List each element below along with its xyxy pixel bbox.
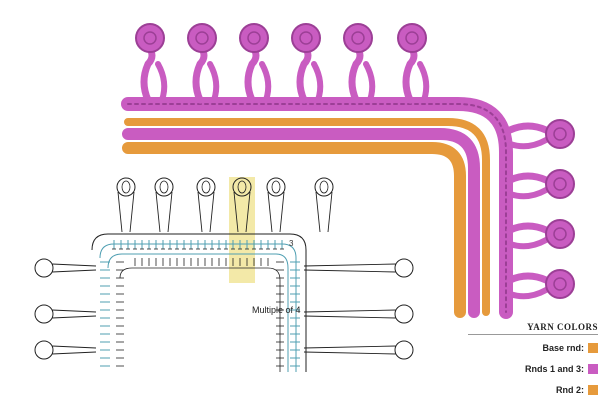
- round3-magenta: [121, 97, 513, 319]
- multiple-of-label: Multiple of 4: [252, 305, 301, 315]
- legend-item-rnd2: Rnd 2:: [468, 383, 598, 397]
- legend-item-base: Base rnd:: [468, 341, 598, 355]
- picot-bobble: [343, 23, 376, 104]
- picot-symbol: [314, 177, 334, 233]
- picot-symbol: [232, 177, 252, 233]
- picot-symbol: [303, 304, 414, 324]
- picot-bobble: [397, 23, 430, 104]
- legend-swatch: [588, 364, 598, 374]
- crochet-chart: [34, 177, 414, 372]
- picot-symbol: [303, 258, 414, 278]
- legend-title: YARN COLORS: [468, 322, 598, 335]
- picot-symbol: [116, 177, 136, 233]
- picot-bobble: [506, 269, 575, 300]
- picot-symbol: [196, 177, 216, 233]
- picot-bobble: [506, 119, 575, 150]
- chart-stitch-symbols: [100, 240, 300, 367]
- right-picot-row: [506, 119, 575, 300]
- legend-label: Rnd 2:: [556, 385, 584, 395]
- picot-symbol: [34, 258, 97, 278]
- round-marker: 3: [289, 239, 294, 248]
- round2-orange: [124, 118, 490, 316]
- legend-label: Rnds 1 and 3:: [524, 364, 584, 374]
- picot-symbol: [266, 177, 286, 233]
- picot-bobble: [291, 23, 324, 104]
- picot-symbol: [303, 340, 414, 360]
- picot-bobble: [506, 169, 575, 200]
- picot-bobble: [135, 23, 168, 104]
- yarn-colors-legend: YARN COLORS Base rnd: Rnds 1 and 3: Rnd …: [468, 322, 598, 404]
- chart-picot-loops: [116, 177, 334, 233]
- legend-item-rnds1-3: Rnds 1 and 3:: [468, 362, 598, 376]
- round1-magenta: [122, 128, 480, 318]
- base-round-orange: [122, 142, 466, 318]
- crochet-photo: [121, 23, 575, 319]
- legend-swatch: [588, 385, 598, 395]
- picot-symbol: [34, 340, 97, 360]
- picot-symbol: [154, 177, 174, 233]
- picot-symbol: [34, 304, 97, 324]
- picot-bobble: [239, 23, 272, 104]
- picot-bobble: [187, 23, 220, 104]
- picot-bobble: [506, 219, 575, 250]
- chart-side-loops: [34, 258, 414, 360]
- top-picot-row: [135, 23, 430, 104]
- legend-swatch: [588, 343, 598, 353]
- legend-label: Base rnd:: [542, 343, 584, 353]
